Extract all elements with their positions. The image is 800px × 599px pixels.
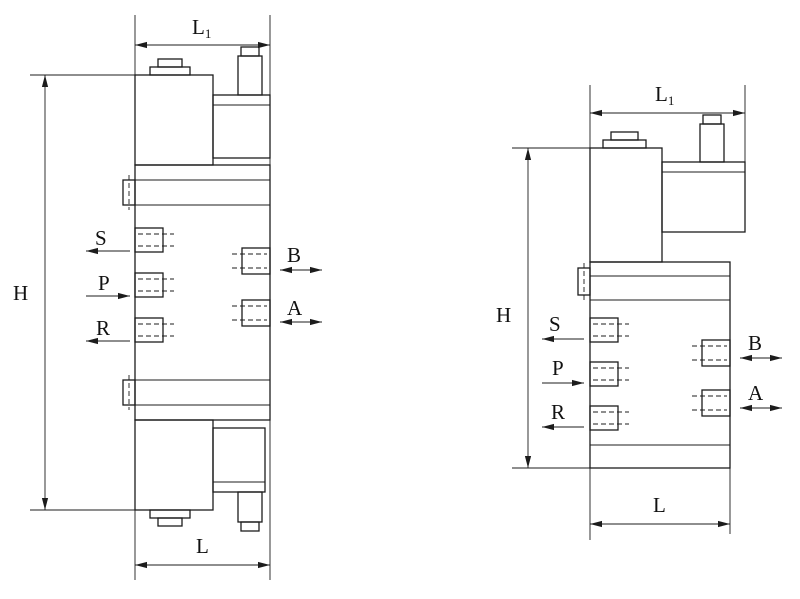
dimension-label-h: H [496, 303, 511, 327]
port-boss-b [241, 247, 271, 275]
port-boss-b [701, 339, 731, 367]
port-label-r: R [96, 316, 110, 340]
bolt-nut [610, 131, 639, 141]
port-boss-r [589, 405, 619, 431]
port-label-b: B [748, 331, 762, 355]
dimension-label-l: L [653, 493, 666, 517]
port-label-r: R [551, 400, 565, 424]
dimension-label-h: H [13, 281, 28, 305]
bolt-plate [602, 139, 647, 149]
port-boss-r [134, 317, 164, 343]
valve-body [589, 261, 731, 469]
dim-l1-main: L [192, 15, 205, 39]
port-boss-p [134, 272, 164, 298]
cable-gland [699, 123, 725, 163]
port-label-s: S [549, 312, 561, 336]
bottom-solenoid-coil [134, 419, 214, 511]
top-connector-block [212, 94, 271, 159]
figure-left-double-solenoid: L1 H L [13, 15, 322, 580]
dim-l1-main: L [655, 82, 668, 106]
port-boss-a [701, 389, 731, 417]
dimension-label-l: L [196, 534, 209, 558]
port-boss-a [241, 299, 271, 327]
top-solenoid-coil [134, 74, 214, 166]
port-boss-p [589, 361, 619, 387]
dim-l1-subscript: 1 [668, 93, 675, 108]
solenoid-coil [589, 147, 663, 263]
bottom-bolt-plate [149, 509, 191, 519]
port-label-s: S [95, 226, 107, 250]
port-boss-s [134, 227, 164, 253]
bottom-cable-gland-cap [240, 521, 260, 532]
port-label-a: A [287, 296, 303, 320]
dim-l1-subscript: 1 [205, 26, 212, 41]
dimension-label-l1: L1 [192, 15, 211, 41]
port-label-b: B [287, 243, 301, 267]
top-bolt-nut [157, 58, 183, 68]
top-cable-gland-cap [240, 46, 260, 57]
figure-right-single-solenoid: L1 H [496, 82, 782, 540]
dimension-label-l1: L1 [655, 82, 674, 108]
top-cable-gland [237, 55, 263, 96]
top-bolt-plate [149, 66, 191, 76]
connector-block [661, 161, 746, 233]
port-boss-s [589, 317, 619, 343]
port-label-p: P [98, 271, 110, 295]
bottom-bolt-nut [157, 517, 183, 527]
port-label-a: A [748, 381, 764, 405]
valve-body [134, 164, 271, 421]
bottom-cable-gland [237, 491, 263, 523]
cable-gland-cap [702, 114, 722, 125]
port-label-p: P [552, 356, 564, 380]
